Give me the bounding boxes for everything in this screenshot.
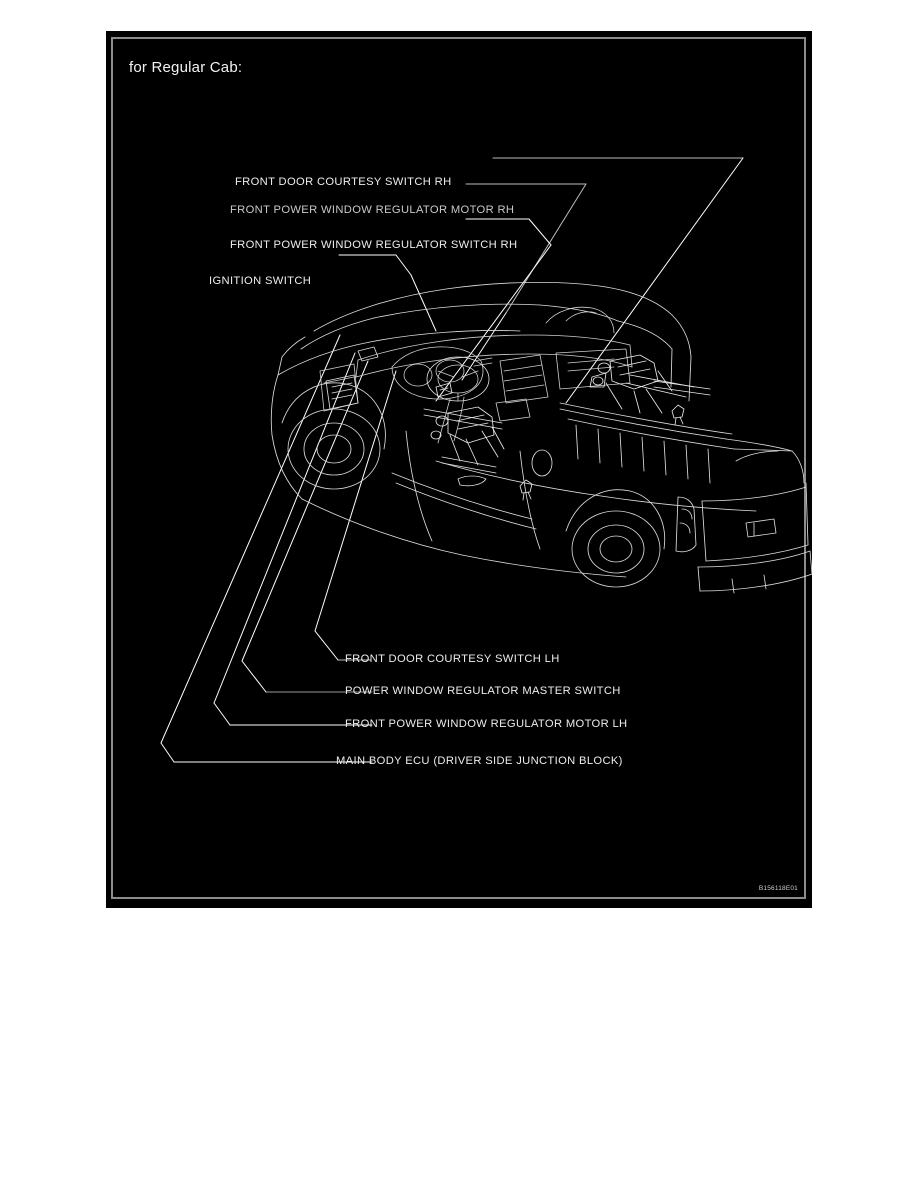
courtesy-switch-parts	[435, 382, 685, 501]
regulator-assembly-rh	[589, 354, 711, 414]
callout-front-door-courtesy-switch-lh: FRONT DOOR COURTESY SWITCH LH	[345, 653, 560, 665]
regulator-assembly-lh	[423, 406, 505, 474]
leader-lines-bottom	[160, 334, 397, 763]
truck-cab-outline	[277, 281, 692, 402]
callout-front-power-window-regulator-motor-rh: FRONT POWER WINDOW REGULATOR MOTOR RH	[230, 204, 515, 216]
callout-front-power-window-regulator-switch-rh: FRONT POWER WINDOW REGULATOR SWITCH RH	[230, 239, 518, 251]
callout-power-window-regulator-master-switch: POWER WINDOW REGULATOR MASTER SWITCH	[345, 685, 621, 697]
figure-panel: for Regular Cab:	[106, 31, 812, 908]
callout-front-power-window-regulator-motor-lh: FRONT POWER WINDOW REGULATOR MOTOR LH	[345, 718, 628, 730]
truck-body-outline	[270, 346, 812, 594]
callout-front-door-courtesy-switch-rh: FRONT DOOR COURTESY SWITCH RH	[235, 176, 452, 188]
callout-ignition-switch: IGNITION SWITCH	[209, 275, 312, 287]
figure-caption: for Regular Cab:	[129, 59, 243, 76]
leader-lines-top	[338, 157, 744, 404]
main-body-ecu-part	[325, 374, 359, 410]
callout-main-body-ecu: MAIN BODY ECU (DRIVER SIDE JUNCTION BLOC…	[336, 755, 623, 767]
dashboard-detail	[319, 306, 633, 444]
figure-code: B156118E01	[758, 885, 798, 892]
vehicle-line-drawing	[160, 157, 812, 763]
